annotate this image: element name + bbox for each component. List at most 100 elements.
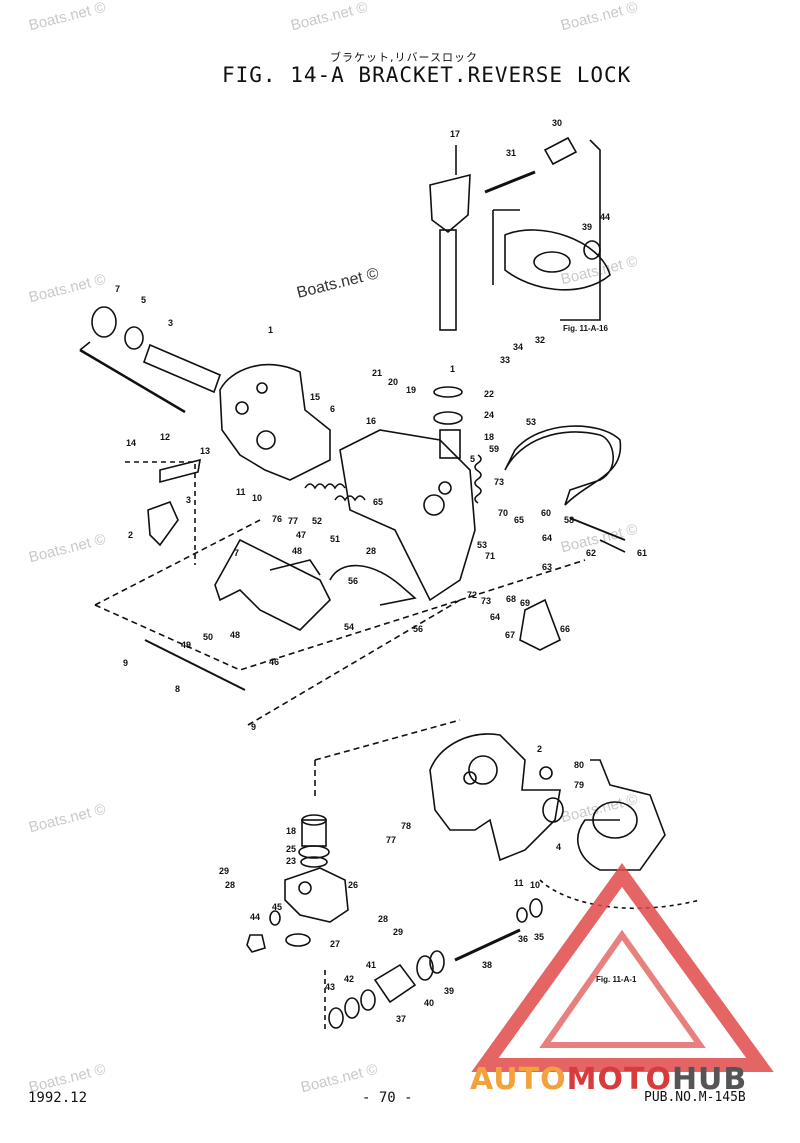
part-label: 31	[506, 148, 516, 158]
part-label: 28	[225, 880, 235, 890]
part-label: 24	[484, 410, 494, 420]
part-label: 63	[542, 562, 552, 572]
part-label: 7	[115, 284, 120, 294]
part-label: 51	[330, 534, 340, 544]
part-label: 47	[296, 530, 306, 540]
part-label: 37	[396, 1014, 406, 1024]
part-label: 1	[268, 325, 273, 335]
part-label: 35	[534, 932, 544, 942]
part-label: 56	[413, 624, 423, 634]
part-label: 61	[637, 548, 647, 558]
part-label: 70	[498, 508, 508, 518]
part-label: 62	[586, 548, 596, 558]
part-label: 14	[126, 438, 136, 448]
publication-number: PUB.NO.M-145B	[644, 1090, 746, 1105]
part-label: 44	[600, 212, 610, 222]
part-label: 79	[574, 780, 584, 790]
part-label: 41	[366, 960, 376, 970]
part-label: 65	[514, 515, 524, 525]
part-label: 7	[234, 548, 239, 558]
part-label: 42	[344, 974, 354, 984]
part-label: 10	[252, 493, 262, 503]
part-label: 56	[348, 576, 358, 586]
part-label: 52	[312, 516, 322, 526]
part-label: 12	[160, 432, 170, 442]
part-label: 54	[344, 622, 354, 632]
brand-part: MOTO	[566, 1062, 672, 1097]
part-label: 13	[200, 446, 210, 456]
part-label: 20	[388, 377, 398, 387]
part-label: 2	[537, 744, 542, 754]
brand-logo: AUTOMOTOHUB	[470, 1062, 747, 1097]
part-label: 43	[325, 982, 335, 992]
brand-part: HUB	[671, 1062, 748, 1097]
part-label: 69	[520, 598, 530, 608]
part-label: 68	[506, 594, 516, 604]
footer-date: 1992.12	[28, 1090, 88, 1106]
brand-part: AUTO	[470, 1062, 567, 1097]
part-label: 44	[250, 912, 260, 922]
triangle-logo	[471, 863, 774, 1072]
part-label: 65	[373, 497, 383, 507]
part-label: 19	[406, 385, 416, 395]
part-label: 64	[490, 612, 500, 622]
part-label: 40	[424, 998, 434, 1008]
part-label: 53	[477, 540, 487, 550]
part-label: 21	[372, 368, 382, 378]
part-label: 39	[444, 986, 454, 996]
part-label: 50	[203, 632, 213, 642]
part-label: 59	[489, 444, 499, 454]
part-label: 4	[556, 842, 561, 852]
part-label: 11	[514, 878, 524, 888]
part-label: 73	[494, 477, 504, 487]
part-label: 27	[330, 939, 340, 949]
part-label: 18	[286, 826, 296, 836]
part-label: 77	[288, 516, 298, 526]
part-label: 80	[574, 760, 584, 770]
part-label: 49	[181, 640, 191, 650]
part-label: 72	[467, 590, 477, 600]
part-label: 8	[175, 684, 180, 694]
part-label: 26	[348, 880, 358, 890]
part-label: 28	[378, 914, 388, 924]
part-label: 29	[219, 866, 229, 876]
part-label: 16	[366, 416, 376, 426]
part-label: 53	[526, 417, 536, 427]
part-label: 3	[186, 495, 191, 505]
part-label: 39	[582, 222, 592, 232]
part-label: 17	[450, 129, 460, 139]
part-label: 15	[310, 392, 320, 402]
part-label: 77	[386, 835, 396, 845]
part-label: 71	[485, 551, 495, 561]
part-label: 38	[482, 960, 492, 970]
part-label: 58	[564, 515, 574, 525]
figure-subtitle-jp: ブラケット,リバースロック	[330, 51, 478, 64]
part-label: 11	[236, 487, 246, 497]
figure-reference: Fig. 11-A-1	[596, 975, 637, 984]
part-label: 32	[535, 335, 545, 345]
part-label: 60	[541, 508, 551, 518]
part-label: 48	[230, 630, 240, 640]
part-label: 28	[366, 546, 376, 556]
part-label: 6	[330, 404, 335, 414]
part-label: 10	[530, 880, 540, 890]
part-label: 9	[123, 658, 128, 668]
part-label: 64	[542, 533, 552, 543]
part-label: 76	[272, 514, 282, 524]
part-label: 9	[251, 722, 256, 732]
part-label: 45	[272, 902, 282, 912]
part-label: 73	[481, 596, 491, 606]
part-label: 46	[269, 657, 279, 667]
part-label: 5	[470, 454, 475, 464]
part-label: 1	[450, 364, 455, 374]
part-label: 67	[505, 630, 515, 640]
part-label: 3	[168, 318, 173, 328]
part-label: 22	[484, 389, 494, 399]
part-label: 48	[292, 546, 302, 556]
part-label: 66	[560, 624, 570, 634]
part-label: 29	[393, 927, 403, 937]
part-label: 34	[513, 342, 523, 352]
figure-reference: Fig. 11-A-16	[563, 324, 608, 333]
page-number: - 70 -	[362, 1090, 413, 1106]
